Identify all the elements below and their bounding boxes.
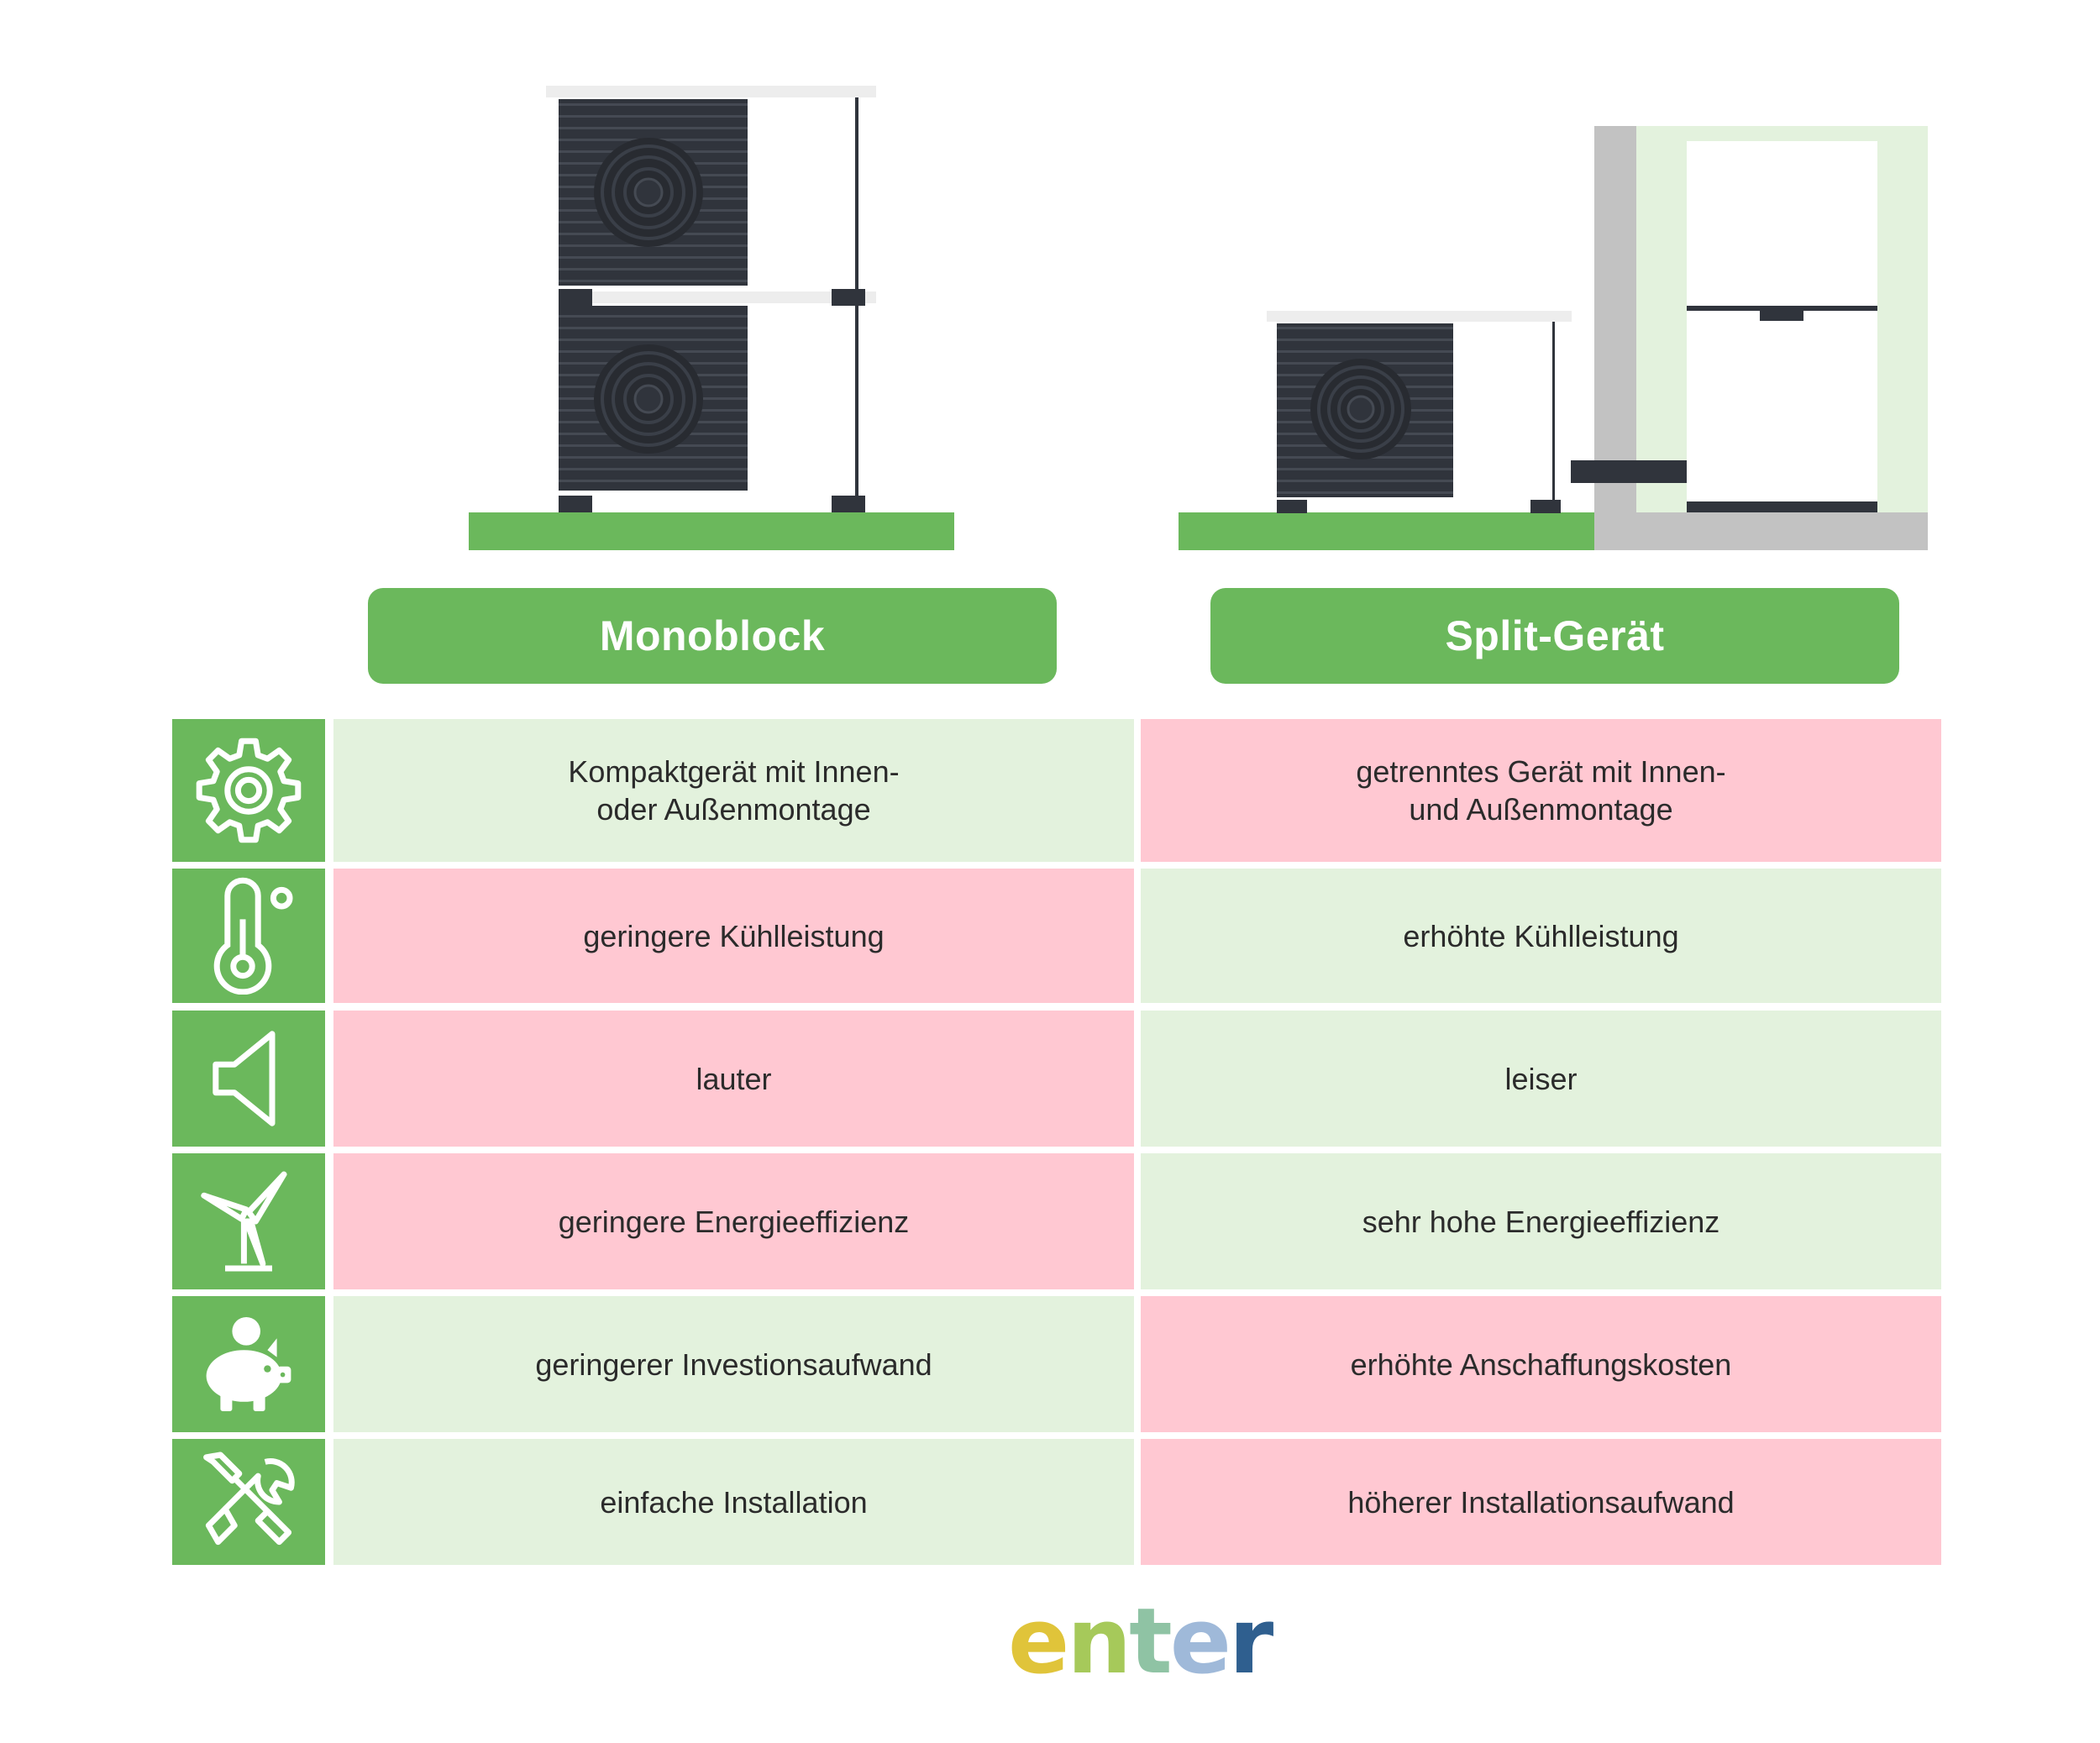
- refrigerant-line: [1571, 460, 1687, 483]
- logo-letter: n: [1067, 1589, 1131, 1694]
- cell-split-6: höherer Installationsaufwand: [1141, 1439, 1941, 1565]
- cell-split-4: sehr hohe Energieeffizienz: [1141, 1153, 1941, 1289]
- cell-split-5: erhöhte Anschaffungskosten: [1141, 1296, 1941, 1432]
- speaker-icon: [213, 1031, 276, 1126]
- outdoor-unit: [1277, 323, 1453, 497]
- cell-monoblock-6: einfache Installation: [333, 1439, 1134, 1565]
- column-header-monoblock: Monoblock: [368, 588, 1057, 684]
- split-illustration: [1179, 126, 1928, 550]
- enter-logo: e n t e r: [1008, 1596, 1277, 1688]
- house-floor: [1594, 512, 1928, 550]
- wind-turbine-icon: [201, 1171, 287, 1272]
- cell-monoblock-3: lauter: [333, 1011, 1134, 1147]
- row-icon-cell: [172, 869, 325, 1003]
- cell-monoblock-4: geringere Energieeffizienz: [333, 1153, 1134, 1289]
- row-icon-cell: [172, 1439, 325, 1565]
- outdoor-unit-bottom: [559, 306, 748, 491]
- row-icon-cell: [172, 1296, 325, 1432]
- logo-letter: r: [1229, 1589, 1273, 1694]
- ground-strip: [469, 512, 954, 550]
- row-icon-cell: [172, 1153, 325, 1289]
- logo-letter: e: [1169, 1589, 1231, 1694]
- heat-pump-illustration: [469, 86, 1928, 550]
- top-shelf: [546, 86, 876, 97]
- thermometer-icon: [213, 877, 293, 995]
- tools-icon: [203, 1452, 295, 1546]
- column-header-split: Split-Gerät: [1210, 588, 1899, 684]
- column-header-label: Monoblock: [599, 612, 826, 659]
- cell-split-1: getrenntes Gerät mit Innen- und Außenmon…: [1141, 719, 1941, 862]
- cell-split-3: leiser: [1141, 1011, 1941, 1147]
- cell-split-2: erhöhte Kühlleistung: [1141, 869, 1941, 1003]
- ground-strip: [1179, 512, 1594, 550]
- cell-monoblock-1: Kompaktgerät mit Innen- oder Außenmontag…: [333, 719, 1134, 862]
- cell-monoblock-5: geringerer Investionsaufwand: [333, 1296, 1134, 1432]
- logo-letter: e: [1008, 1589, 1069, 1694]
- outdoor-unit-top: [559, 99, 748, 286]
- indoor-unit-base: [1687, 501, 1877, 512]
- row-icon-cell: [172, 719, 325, 862]
- row-icon-cell: [172, 1011, 325, 1147]
- gear-icon: [196, 738, 302, 843]
- house-wall: [1594, 126, 1636, 550]
- piggy-bank-icon: [206, 1317, 291, 1411]
- middle-shelf: [588, 291, 876, 303]
- cell-monoblock-2: geringere Kühlleistung: [333, 869, 1134, 1003]
- logo-letter: t: [1129, 1589, 1173, 1694]
- column-header-label: Split-Gerät: [1445, 612, 1665, 659]
- monoblock-illustration: [469, 86, 954, 550]
